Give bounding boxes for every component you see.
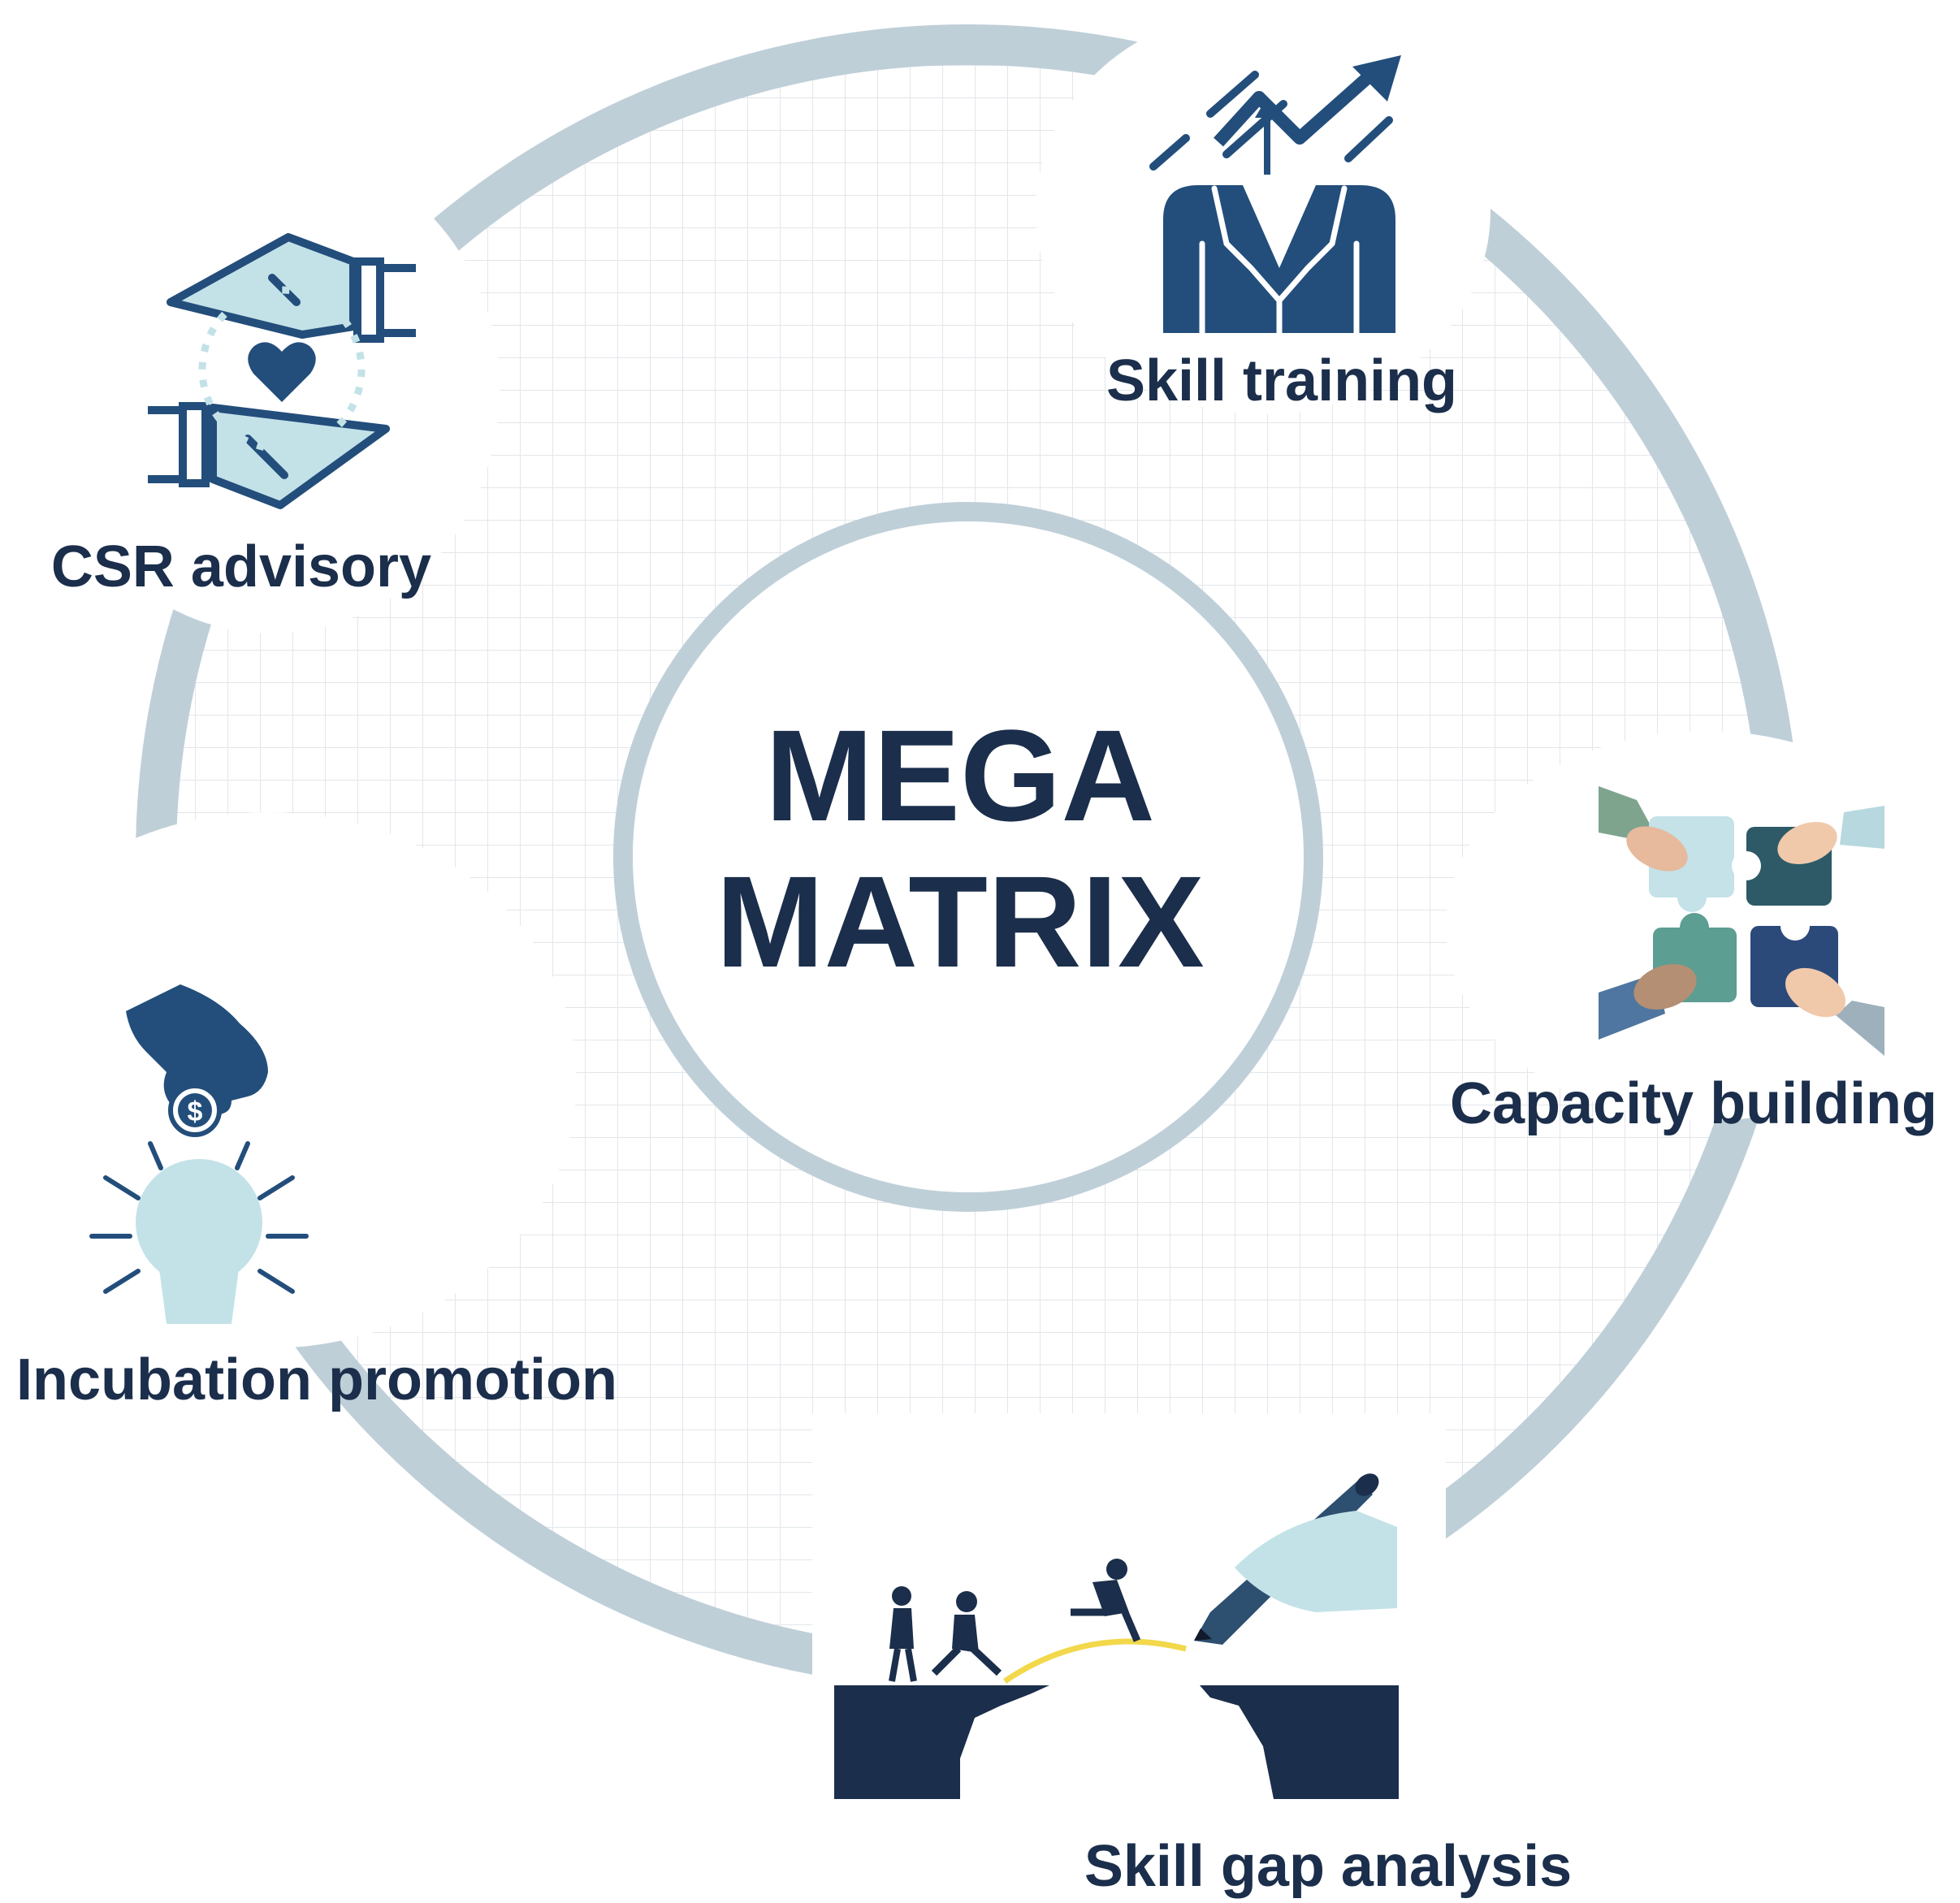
node-skill-gap-analysis: Skill gap analysis [834, 1473, 1572, 1899]
heart-icon [248, 342, 316, 402]
center-title-line2: MATRIX [716, 849, 1204, 994]
center-circle [613, 502, 1323, 1212]
runner-figures [889, 1559, 1141, 1682]
bridge-gap-icon [834, 1473, 1399, 1799]
node-label-capacity-building: Capacity building [1450, 1071, 1937, 1136]
coin-icon: $ [168, 1083, 222, 1137]
node-csr-advisory: CSR advisory [51, 233, 431, 599]
center-title-line1: MEGA [765, 703, 1155, 848]
svg-text:$: $ [188, 1096, 203, 1127]
puzzle-hands-icon [1599, 786, 1884, 1056]
node-label-skill-training: Skill training [1106, 348, 1457, 413]
node-skill-training: Skill training [1106, 55, 1457, 413]
pencil-hand [1194, 1473, 1397, 1645]
node-label-incubation-promotion: Incubation promotion [16, 1347, 617, 1412]
node-label-skill-gap-analysis: Skill gap analysis [1084, 1834, 1572, 1899]
node-incubation-promotion: $ Incubation promotion [16, 984, 617, 1412]
node-label-csr-advisory: CSR advisory [51, 534, 431, 599]
node-capacity-building: Capacity building [1450, 786, 1937, 1136]
business-growth-icon [1149, 55, 1401, 336]
lightbulb-icon [136, 1159, 262, 1324]
funding-idea-icon: $ [89, 984, 309, 1324]
caring-hands-icon [148, 233, 416, 509]
